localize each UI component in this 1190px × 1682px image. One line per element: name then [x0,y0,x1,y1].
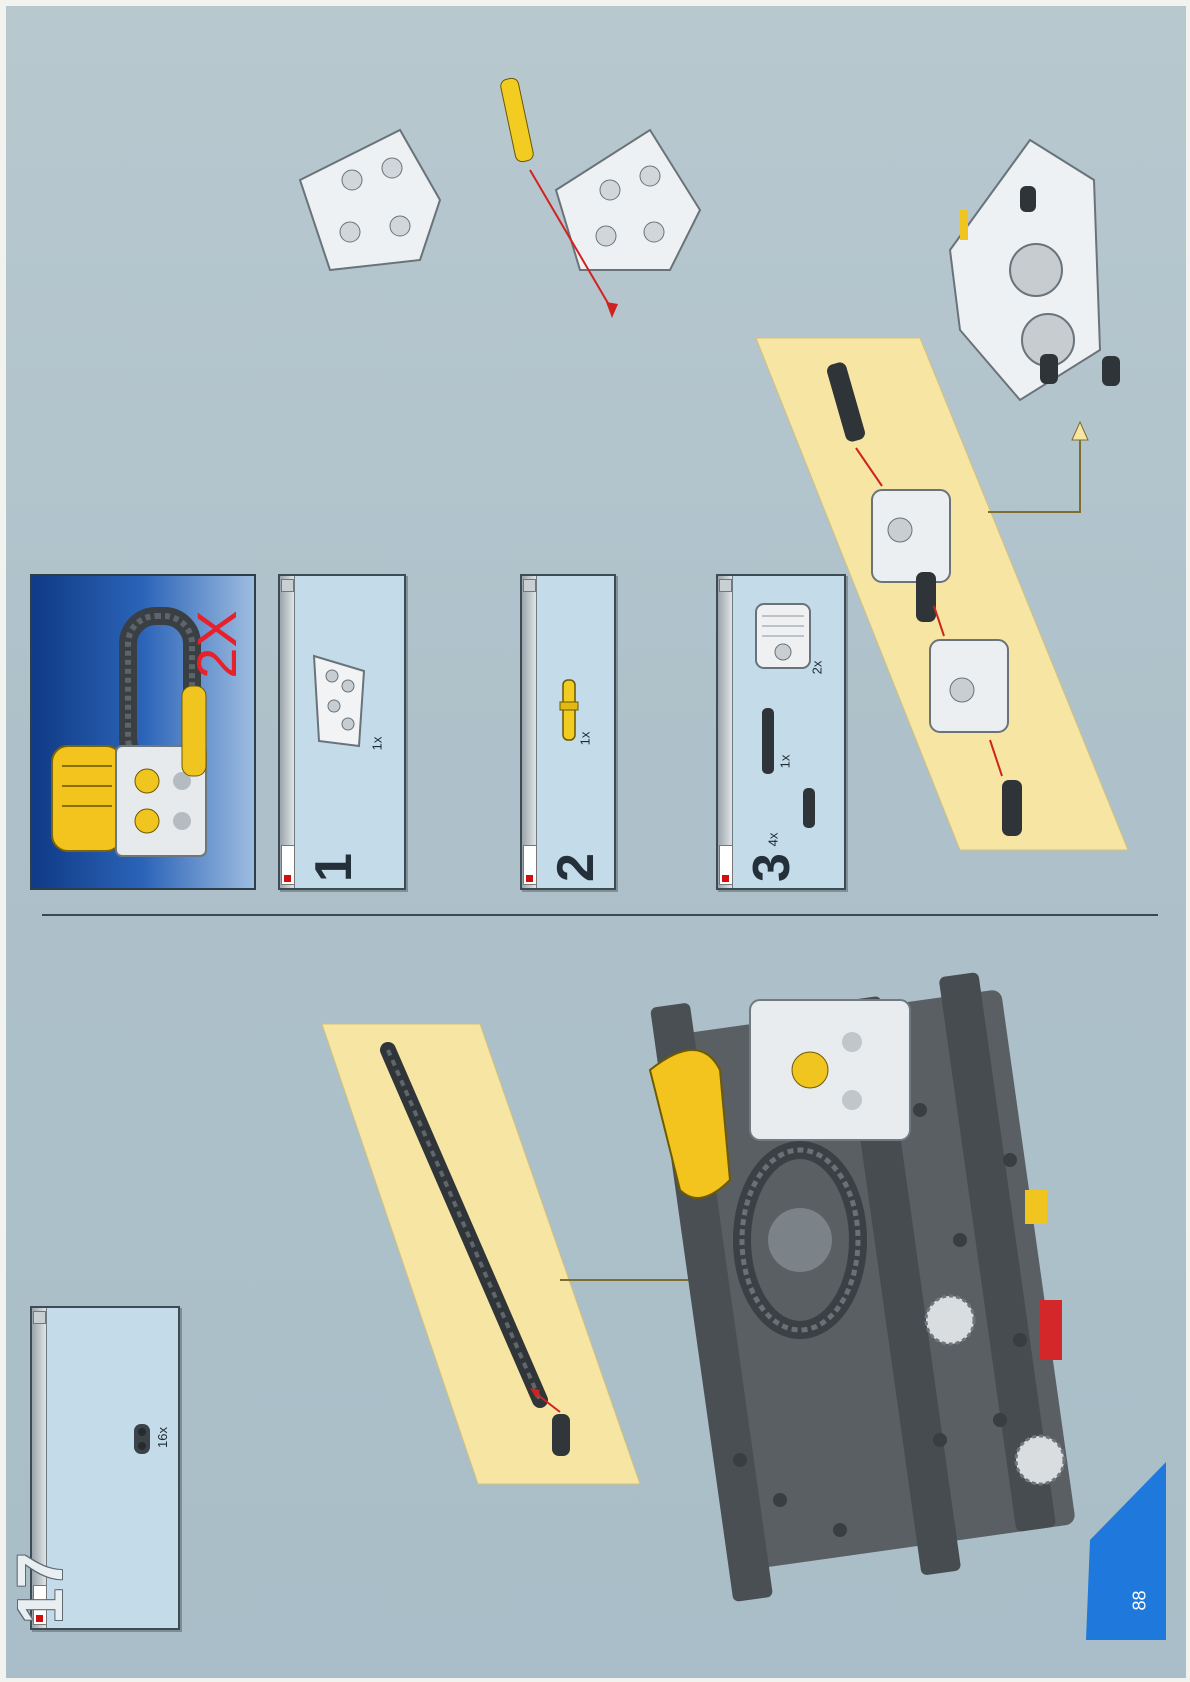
step-box-header-bar [718,576,733,888]
step-number: 3 [746,853,798,882]
part-quantity: 2x [809,661,824,675]
step-1-parts-box: 1 1x [278,574,406,890]
subassembly-multiplier: 2X [184,610,249,679]
technic-logo [281,845,295,885]
step-3-parts-box: 3 4x 1x 2x [716,574,846,890]
close-icon [33,1311,46,1324]
part-quantity: 4x [765,833,780,847]
part-quantity: 1x [369,737,384,751]
section-divider [42,914,1158,916]
part-quantity: 1x [777,755,792,769]
short-pin-piece-icon [798,786,820,830]
step-box-header-bar [280,576,295,888]
step-2-parts-box: 2 1x [520,574,616,890]
step-number: 2 [550,853,602,882]
close-icon [719,579,732,592]
technic-logo [523,845,537,885]
step-box-header-bar [522,576,537,888]
close-icon [523,579,536,592]
step-17-parts-box: 17 16x [30,1306,180,1630]
engine-block-piece-icon [304,646,374,756]
close-icon [281,579,294,592]
chain-link-piece-icon [128,1420,158,1460]
technic-logo [719,845,733,885]
page-number: 88 [1130,1590,1151,1610]
part-quantity: 1x [577,732,592,746]
cylinder-piece-icon [748,596,818,676]
part-quantity: 16x [155,1427,170,1448]
step-number: 17 [8,1553,72,1624]
step-number: 1 [308,853,360,882]
